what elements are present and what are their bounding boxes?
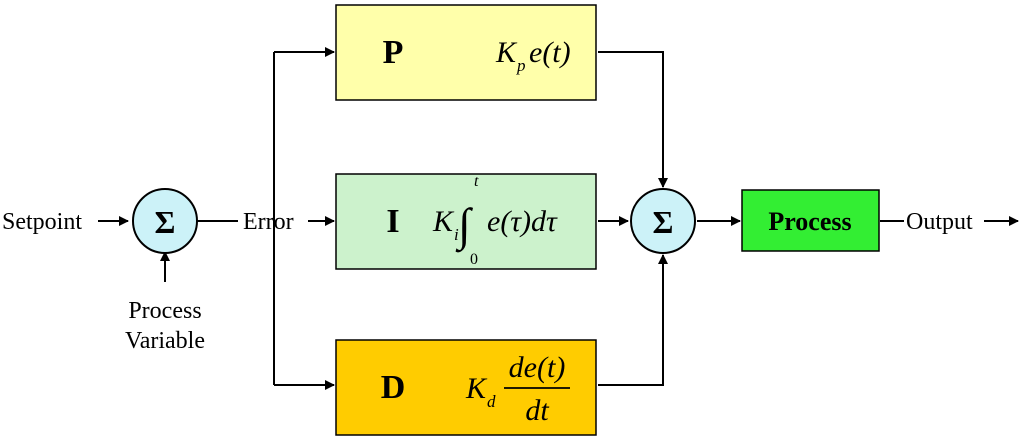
d-to-sum2-arrow	[598, 254, 668, 386]
p-block-box	[335, 4, 597, 101]
summing-junction-1-symbol: Σ	[155, 204, 176, 240]
i-upper-limit: t	[474, 173, 479, 190]
connectors	[98, 47, 1019, 390]
p-to-sum2-arrow	[598, 51, 668, 188]
d-gain-subscript: d	[487, 392, 496, 411]
p-gain-symbol: K	[495, 36, 518, 69]
summing-junction-1: Σ	[132, 188, 198, 254]
i-term: e(τ)dτ	[487, 205, 558, 238]
process-variable-label-line1: Process	[128, 298, 201, 324]
setpoint-label: Setpoint	[2, 209, 82, 235]
i-block-letter: I	[386, 203, 399, 240]
summing-junction-2: Σ	[630, 188, 696, 254]
i-gain-subscript: i	[454, 225, 459, 244]
d-numerator: de(t)	[509, 351, 566, 384]
i-gain-symbol: K	[432, 205, 455, 238]
p-gain-subscript: p	[516, 56, 526, 75]
p-term: e(t)	[529, 36, 571, 69]
d-block-letter: D	[381, 369, 406, 406]
process-block-box	[741, 189, 880, 252]
summing-junction-1-circle	[132, 188, 198, 254]
summing-junction-2-circle	[630, 188, 696, 254]
i-block-box	[335, 173, 597, 270]
d-gain-symbol: K	[465, 372, 488, 405]
d-denominator: dt	[525, 394, 549, 427]
i-block: I K i t ∫ 0 e(τ)dτ	[335, 173, 597, 270]
output-label: Output	[906, 209, 973, 235]
error-label: Error	[243, 209, 294, 235]
process-block: Process	[741, 189, 880, 252]
p-block: P K p e(t)	[335, 4, 597, 101]
i-lower-limit: 0	[470, 251, 478, 268]
summing-junction-2-symbol: Σ	[653, 204, 674, 240]
integral-sign-icon: ∫	[455, 199, 473, 253]
process-block-label: Process	[768, 207, 851, 236]
d-block: D K d de(t) dt	[335, 339, 597, 436]
p-block-letter: P	[383, 34, 404, 71]
process-variable-label-line2: Variable	[125, 328, 205, 354]
